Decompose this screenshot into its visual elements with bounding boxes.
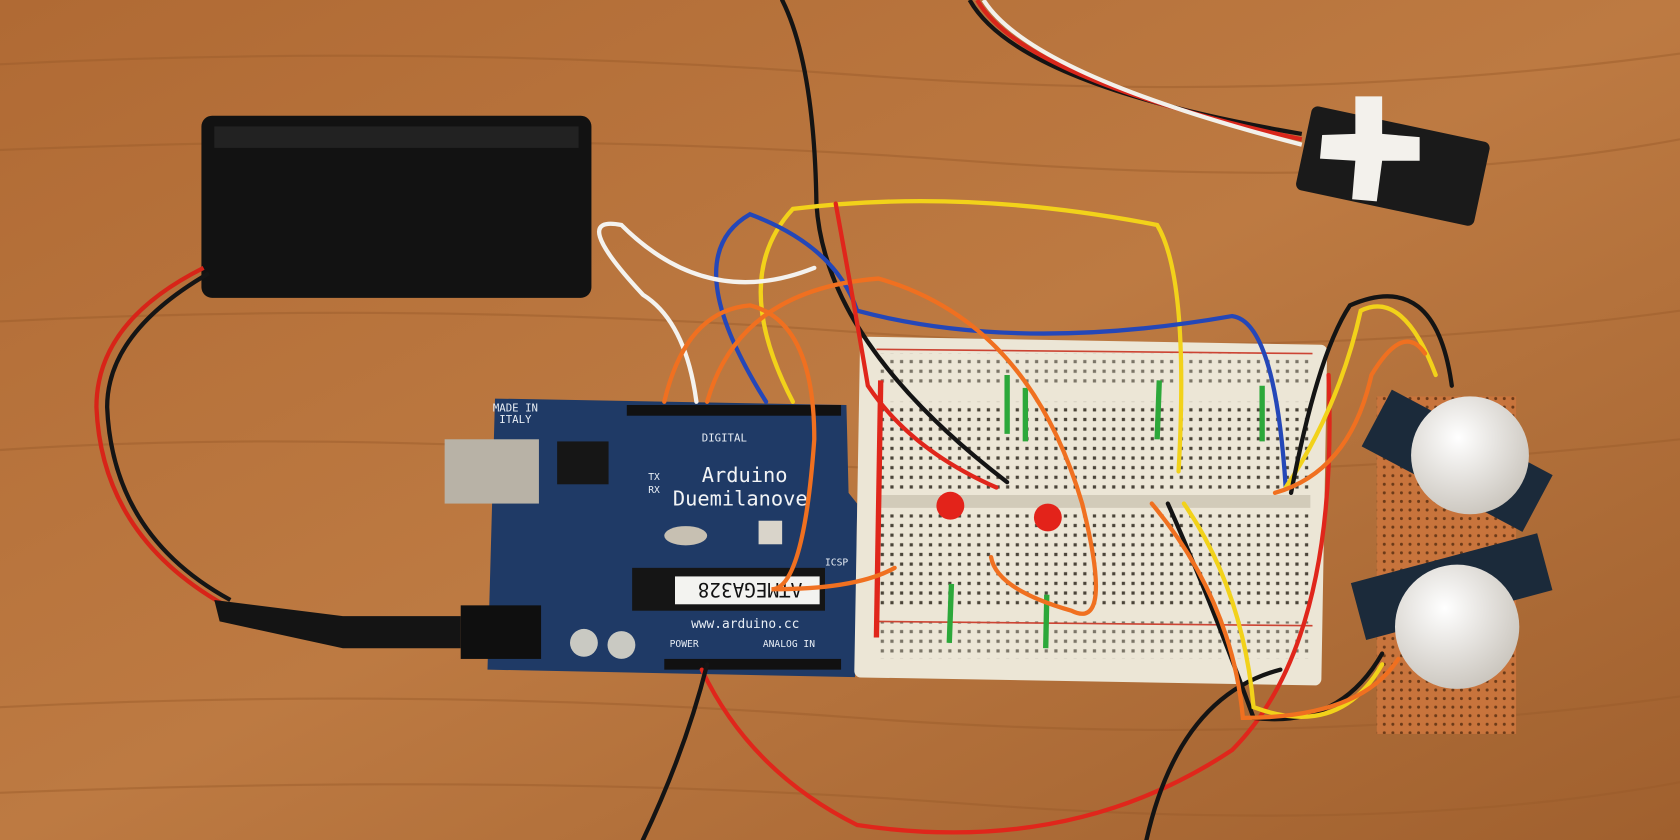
wire-orange	[705, 276, 1098, 616]
battery-red-wire	[94, 265, 227, 608]
red-led	[1033, 503, 1062, 532]
pir-sensor	[1361, 389, 1553, 532]
digital-header	[626, 405, 842, 416]
arduino-board: ATMEGA328 MADE IN ITALY DIGITAL Arduino …	[444, 398, 858, 678]
wire-blue	[714, 211, 1288, 490]
tx-label: TX	[648, 472, 660, 483]
made-in-label: MADE IN	[493, 401, 538, 414]
reset-button[interactable]	[758, 520, 783, 545]
wire-orange	[1149, 501, 1401, 721]
capacitor	[607, 631, 636, 659]
rx-label: RX	[648, 485, 660, 496]
usb-port[interactable]	[444, 439, 539, 504]
italy-label: ITALY	[499, 413, 532, 426]
wire-red	[833, 201, 999, 490]
wire-white	[596, 221, 817, 404]
wire-black	[640, 662, 710, 840]
duemilanove-label: Duemilanove	[673, 487, 808, 511]
jumper-red	[873, 380, 884, 638]
red-led	[936, 491, 965, 520]
wire-yellow	[1283, 304, 1438, 490]
analog-header	[664, 658, 842, 670]
jumper-wires	[596, 0, 1454, 840]
breadboard	[854, 336, 1328, 686]
power-jack[interactable]	[460, 605, 542, 659]
battery-pack	[201, 115, 592, 298]
battery-black-wire	[104, 271, 232, 602]
wire-red	[699, 372, 1332, 835]
wire-black	[1288, 294, 1454, 495]
website-label: www.arduino.cc	[691, 617, 799, 632]
wire-orange	[1272, 339, 1428, 495]
pir-sensor	[1350, 533, 1553, 689]
wire-black	[780, 0, 1010, 485]
chip-label: ATMEGA328	[698, 578, 802, 601]
wire-orange	[662, 303, 897, 592]
usb-chip	[557, 441, 609, 485]
servo-cable-white	[981, 0, 1303, 147]
capacitor	[570, 628, 598, 657]
icsp-label: ICSP	[825, 558, 848, 569]
servo-horn	[1320, 96, 1420, 202]
servo-cable-black	[967, 0, 1303, 137]
wire-black	[1144, 667, 1283, 840]
analog-in-label: ANALOG IN	[763, 639, 815, 650]
power-label: POWER	[670, 639, 699, 650]
servo-cable-red	[975, 0, 1303, 142]
wire-yellow	[1181, 501, 1385, 719]
crystal	[664, 526, 708, 546]
arduino-label: Arduino	[702, 463, 788, 487]
servo-motor	[1296, 96, 1490, 226]
barrel-plug	[214, 600, 461, 649]
digital-label: DIGITAL	[702, 431, 747, 444]
